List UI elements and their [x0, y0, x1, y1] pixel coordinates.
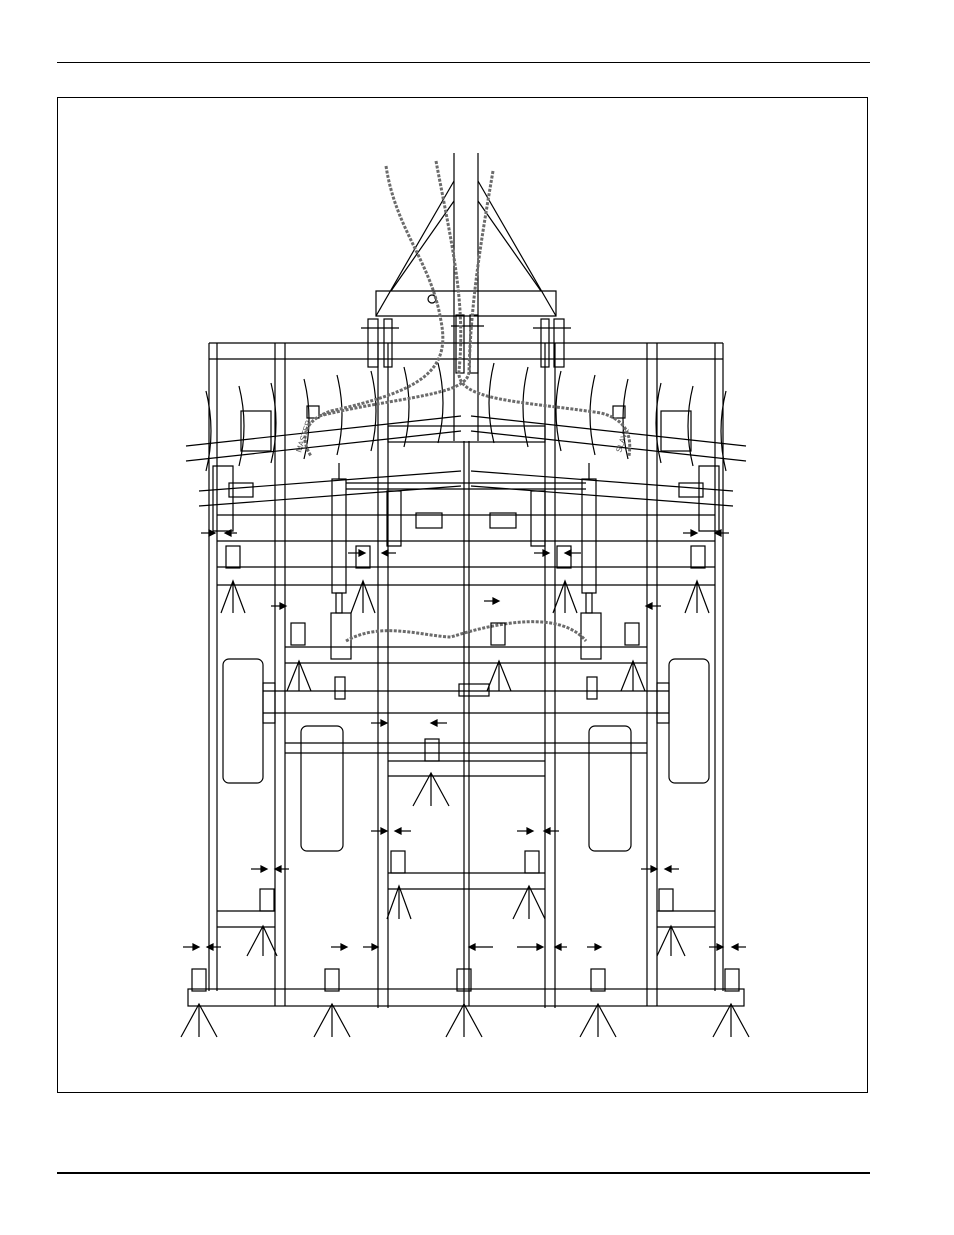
shank [181, 969, 217, 1037]
header-rule [57, 62, 870, 63]
shank [314, 969, 350, 1037]
footer-rule [57, 1172, 870, 1174]
arrow-pair [371, 598, 499, 726]
arrow-pair [348, 550, 396, 556]
hitch-pins [361, 315, 571, 373]
implement-diagram: MASTER SLAVE [58, 98, 869, 1094]
shank [387, 851, 411, 919]
cylinder-master [307, 406, 586, 613]
transport-wheels [223, 613, 709, 851]
shank [513, 851, 545, 919]
shank [580, 969, 616, 1037]
shank [221, 546, 245, 613]
disc-gang-left [186, 363, 461, 546]
shank [351, 546, 375, 613]
shank [413, 739, 449, 806]
shank [685, 546, 709, 613]
shank-row [181, 546, 749, 1037]
arrow-pair [251, 866, 679, 872]
shank [487, 623, 511, 691]
cylinder-labels: MASTER SLAVE [294, 419, 630, 454]
disc-gang-right [471, 363, 746, 546]
shank [247, 889, 277, 956]
shank [287, 623, 311, 691]
arrow-pair [371, 828, 559, 834]
shank [621, 623, 645, 691]
hydraulic-hoses [305, 161, 630, 641]
label-master: MASTER [294, 419, 313, 454]
figure-frame: MASTER SLAVE [57, 97, 868, 1093]
arrow-pair [271, 603, 661, 609]
shank [553, 546, 577, 613]
hitch-tongue [376, 153, 556, 441]
shank [657, 889, 685, 956]
